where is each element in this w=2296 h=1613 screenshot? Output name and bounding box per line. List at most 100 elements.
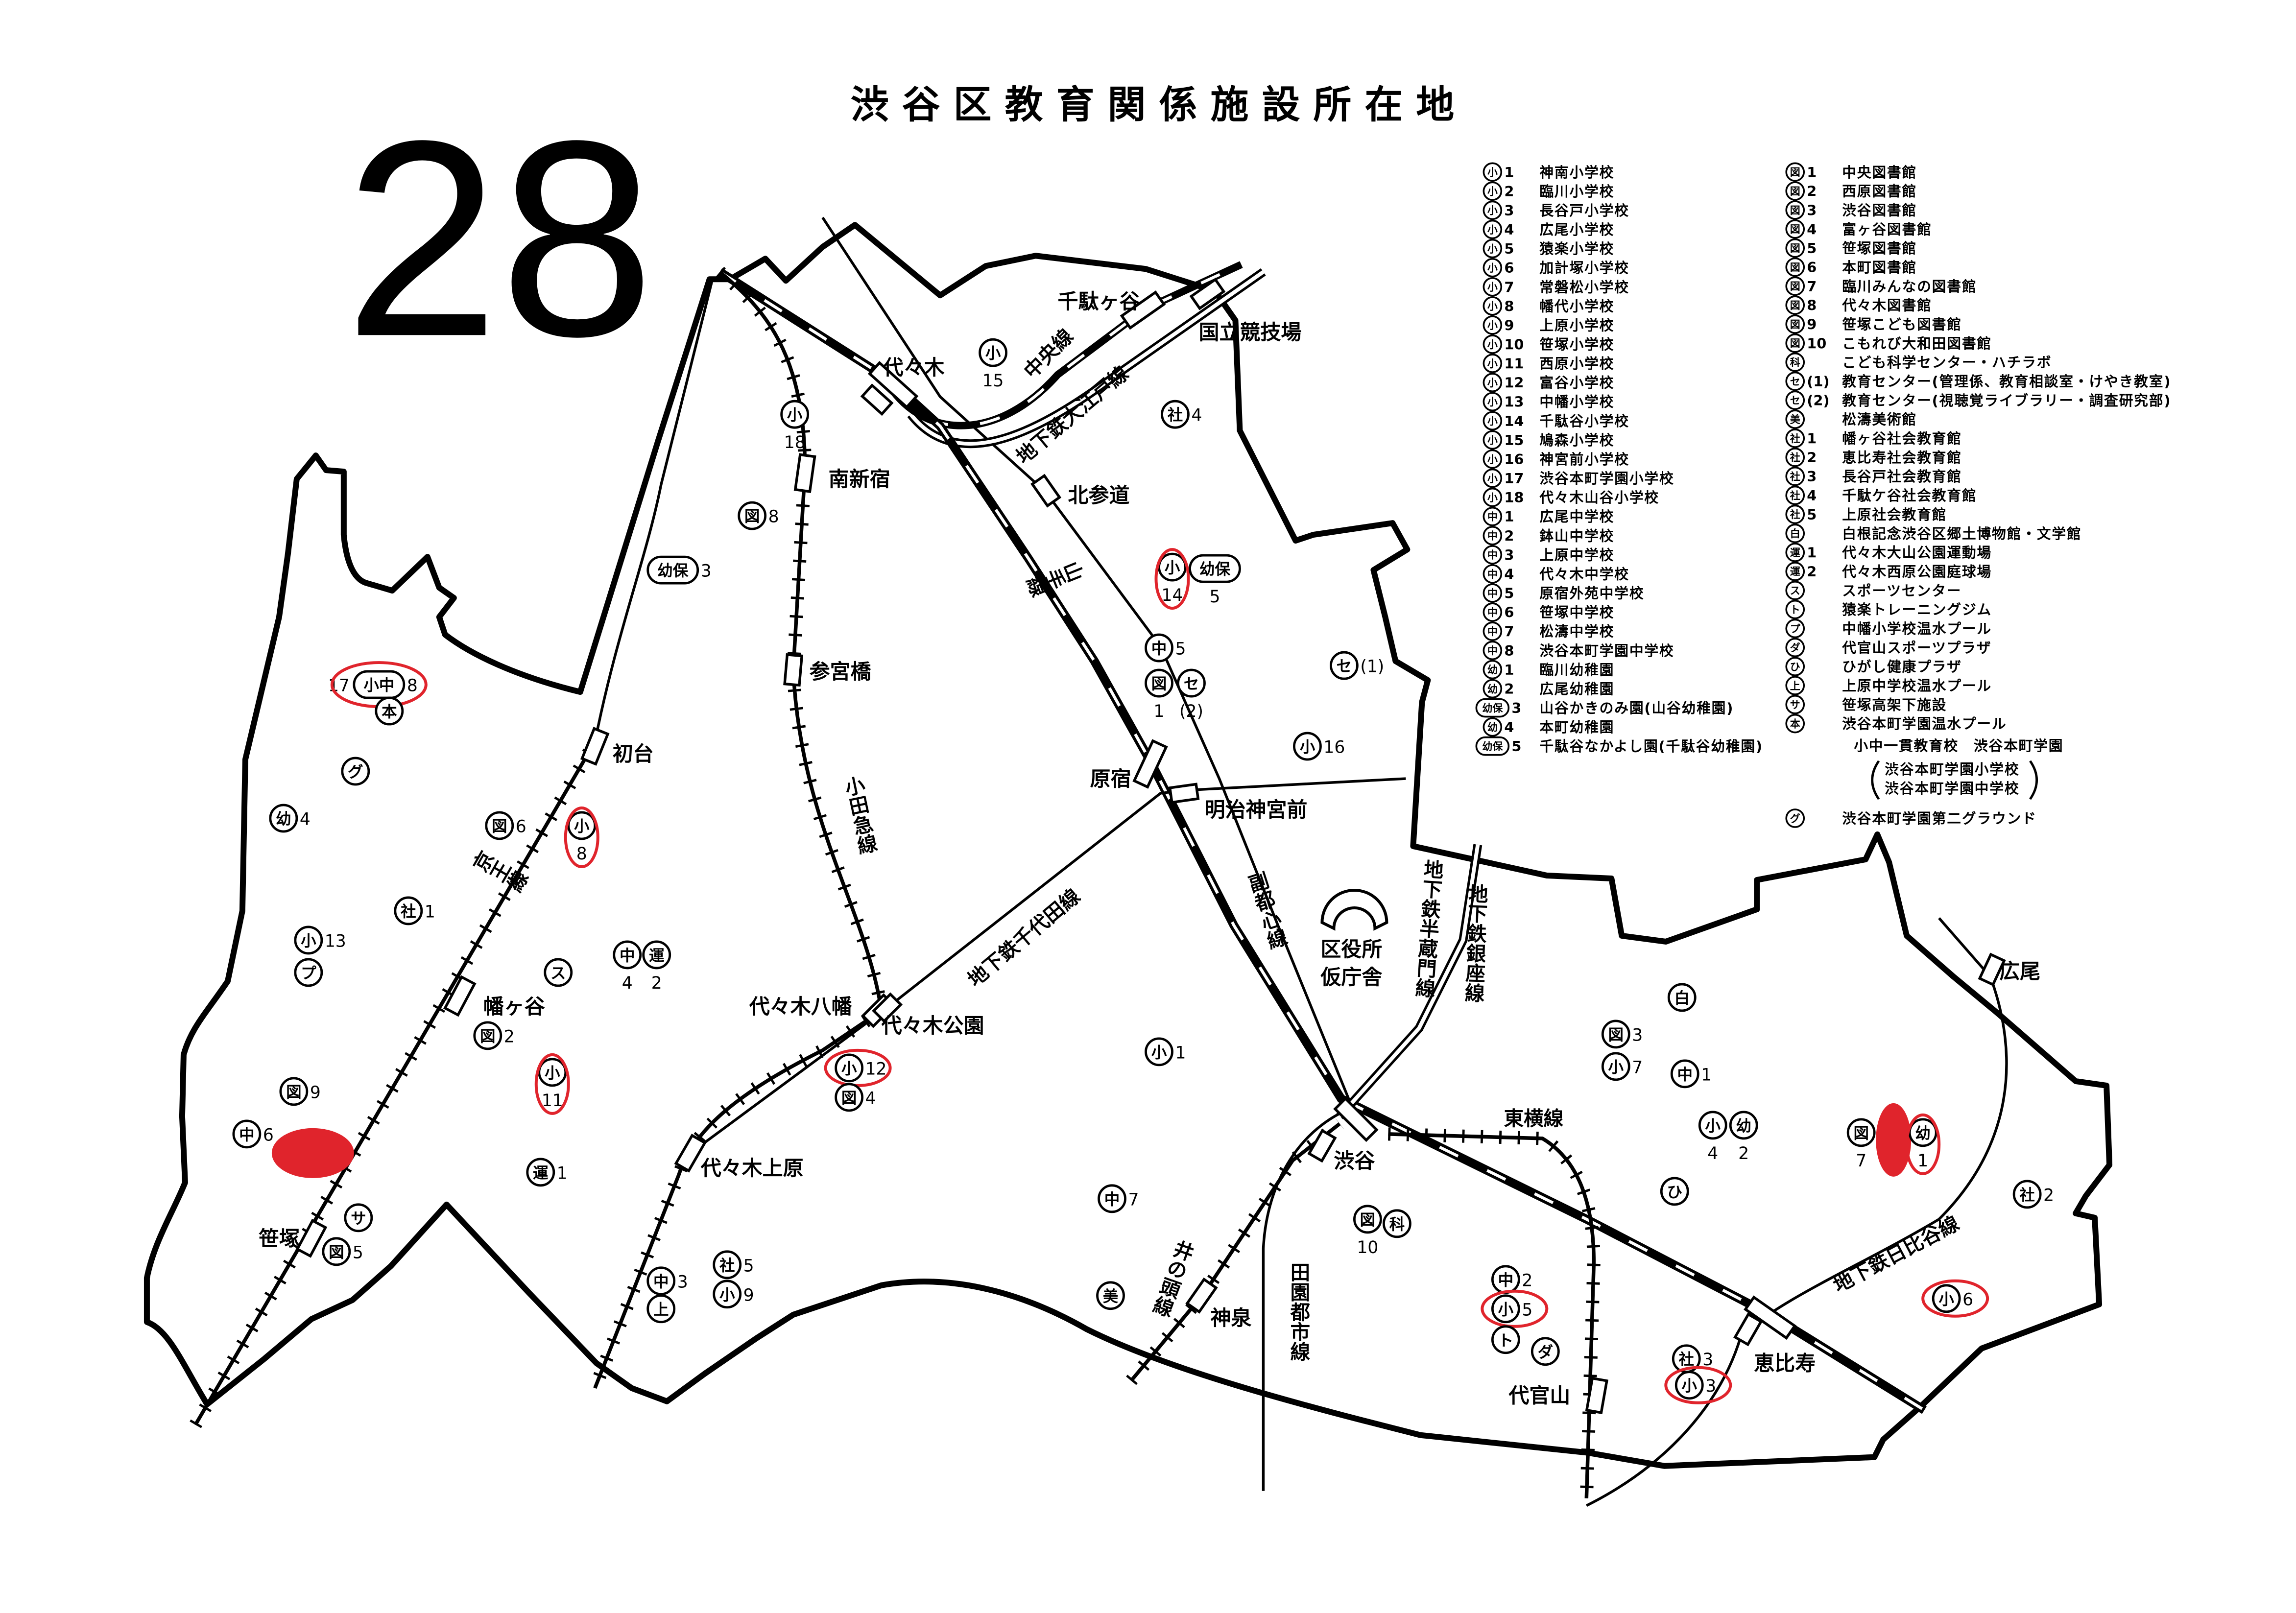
facility-marker[interactable]: 幼2 — [1729, 1111, 1758, 1163]
facility-symbol-icon — [979, 338, 1007, 367]
legend-symbol-icon — [1785, 448, 1805, 467]
legend-symbol-icon — [1483, 506, 1503, 526]
facility-marker[interactable]: ト — [1491, 1325, 1520, 1354]
legend-symbol-icon — [1483, 181, 1503, 201]
legend-symbol-icon — [1483, 679, 1503, 699]
facility-marker[interactable]: 小18 — [780, 400, 810, 452]
facility-marker[interactable]: 美 — [1096, 1281, 1125, 1310]
rail-line-label: 副都心線 — [1243, 869, 1290, 952]
facility-number: (1) — [1360, 657, 1384, 677]
legend-name: こども科学センター・ハチラボ — [1842, 354, 2052, 371]
legend-symbol-icon — [1483, 717, 1503, 737]
facility-marker[interactable]: 中4 — [613, 940, 642, 993]
facility-marker[interactable]: サ — [344, 1203, 373, 1233]
rail-line-label: 京王線 — [468, 848, 531, 898]
facility-marker[interactable]: プ — [294, 958, 323, 987]
facility-number: 9 — [743, 1285, 754, 1305]
facility-marker[interactable]: 図10 — [1353, 1205, 1382, 1257]
facility-marker[interactable]: セ(2) — [1177, 668, 1206, 721]
legend-number: 5 — [1504, 585, 1514, 602]
facility-symbol-icon — [835, 1083, 864, 1112]
facility-marker[interactable]: 科 — [1382, 1209, 1411, 1238]
facility-symbol-icon — [1189, 554, 1241, 583]
facility-marker[interactable]: ダ — [1531, 1337, 1560, 1366]
station-label: 広尾 — [1999, 959, 2040, 983]
facility-marker[interactable]: ス — [544, 958, 573, 987]
facility-marker[interactable]: 幼1 — [1905, 1113, 1941, 1175]
facility-marker[interactable]: 小4 — [1698, 1111, 1727, 1163]
facility-marker[interactable]: 上 — [646, 1294, 676, 1324]
legend-symbol-icon — [1785, 504, 1805, 524]
facility-marker[interactable]: 小15 — [979, 338, 1007, 391]
legend-symbol-icon — [1785, 295, 1805, 315]
legend-name: 代々木大山公園運動場 — [1842, 545, 1992, 561]
facility-marker[interactable]: ひ — [1660, 1177, 1689, 1206]
facility-symbol-icon — [1161, 400, 1190, 429]
legend-number: 3 — [1504, 546, 1514, 563]
facility-marker[interactable]: 白 — [1667, 983, 1697, 1012]
facility-marker[interactable]: 小8 — [564, 806, 599, 868]
facility-number: 7 — [1632, 1058, 1643, 1077]
facility-symbol-icon — [322, 1237, 351, 1266]
facility-symbol: 幼 — [1736, 1117, 1751, 1135]
facility-marker[interactable]: 小11 — [534, 1053, 570, 1115]
legend-symbol-icon — [1785, 257, 1805, 277]
station-marker — [1585, 1376, 1608, 1414]
facility-marker[interactable]: 図7 — [1846, 1118, 1876, 1171]
facility-number: 2 — [651, 973, 662, 993]
facility-marker[interactable]: グ — [341, 757, 370, 786]
facility-marker[interactable]: 運2 — [642, 940, 671, 993]
facility-symbol-icon — [1096, 1281, 1125, 1310]
legend-symbol-icon — [1785, 580, 1805, 600]
legend-symbol-icon — [1475, 736, 1510, 756]
facility-symbol: 幼保 — [1199, 561, 1230, 578]
highlight-ring — [1664, 1366, 1732, 1404]
facility-marker[interactable]: 本 — [375, 696, 404, 726]
facility-marker[interactable]: セ(1) — [1330, 651, 1384, 680]
facility-marker[interactable]: 幼保5 — [1189, 554, 1241, 607]
legend-name: 幡代小学校 — [1539, 298, 1614, 314]
legend-number: 4 — [1504, 566, 1514, 582]
facility-symbol: 幼 — [1915, 1125, 1930, 1142]
facility-number: 3 — [1702, 1350, 1713, 1370]
facility-marker[interactable]: 図1 — [1145, 668, 1173, 721]
facility-marker[interactable]: 小14 — [1154, 548, 1190, 610]
